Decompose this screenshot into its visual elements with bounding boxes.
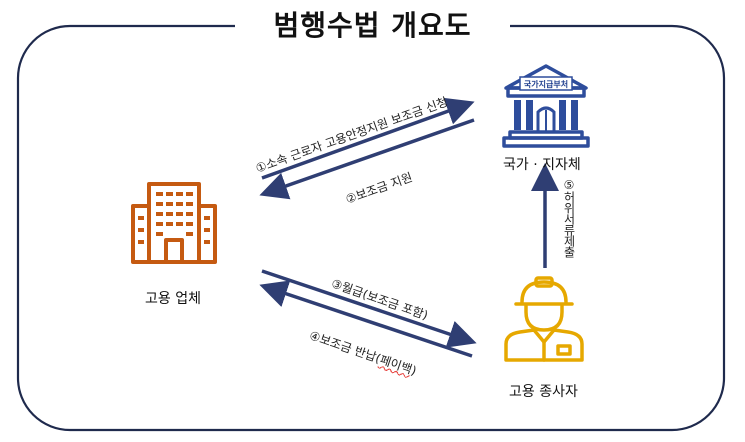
government-label: 국가 · 지자체 <box>503 157 581 173</box>
arrow-support <box>259 118 475 200</box>
employee-label: 고용 종사자 <box>509 384 578 400</box>
edge-label-false-docs: ⑤허위서류제출 <box>562 178 576 257</box>
arrow-refund <box>259 280 473 358</box>
arrow-apply <box>261 97 475 180</box>
office-building-icon <box>131 182 217 264</box>
hardhat-worker-icon <box>504 276 584 362</box>
government-bank-icon: 국가지급부처 <box>502 64 590 148</box>
arrow-salary <box>261 269 477 348</box>
government-sign: 국가지급부처 <box>524 79 568 89</box>
company-label: 고용 업체 <box>145 291 201 307</box>
diagram-title: 범행수법 개요도 <box>235 6 510 46</box>
